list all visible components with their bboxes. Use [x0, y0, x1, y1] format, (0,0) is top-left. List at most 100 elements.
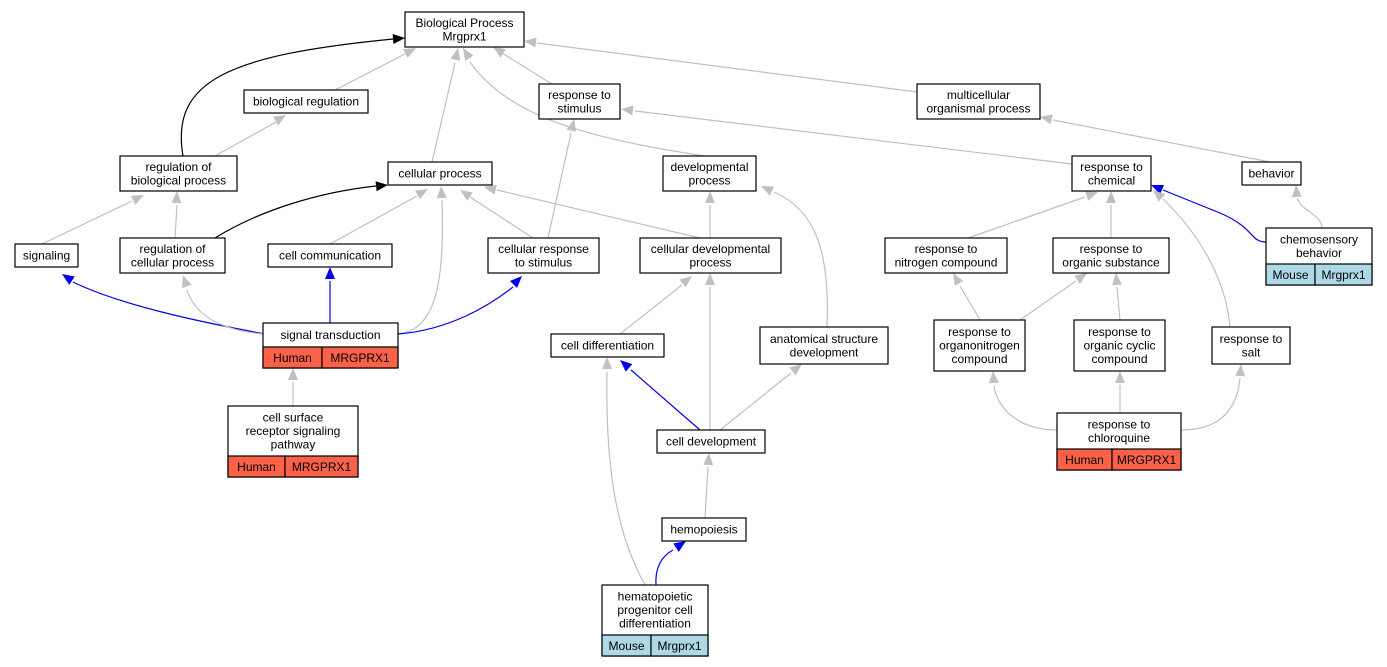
node-label: organic substance: [1062, 255, 1160, 269]
edge-arrowhead: [1085, 191, 1098, 201]
edge-line: [174, 204, 178, 239]
edge-line: [619, 284, 683, 335]
gray-edge: [460, 190, 534, 239]
gene-label: MRGPRX1: [292, 460, 352, 474]
blue-edge: [397, 276, 522, 335]
node-signaling[interactable]: signaling: [14, 243, 79, 268]
node-label: chemosensory: [1280, 232, 1358, 246]
edge-line: [496, 189, 701, 239]
node-label: organonitrogen: [939, 339, 1020, 353]
node-label: differentiation: [619, 617, 691, 631]
edge-arrowhead: [761, 186, 774, 196]
node-label: organic cyclic: [1083, 339, 1155, 353]
edge-arrowhead: [131, 195, 144, 205]
gray-edge: [602, 357, 646, 586]
edge-arrowhead: [705, 273, 715, 285]
edge-line: [773, 191, 828, 328]
node-behavior[interactable]: behavior: [1241, 161, 1302, 186]
node-label: behavior: [1296, 246, 1342, 260]
edge-arrowhead: [484, 184, 497, 195]
edge-arrowhead: [1040, 114, 1053, 125]
gene-cell: [284, 455, 359, 478]
node-cell-comm[interactable]: cell communication: [267, 243, 393, 268]
node-label: compound: [1091, 352, 1147, 366]
edge-line: [655, 549, 674, 586]
gray-edge: [214, 115, 286, 157]
edge-arrowhead: [566, 119, 577, 132]
gray-edge: [621, 105, 1073, 165]
edge-line: [501, 52, 553, 85]
gray-edge: [329, 189, 428, 245]
gray-edge: [182, 275, 264, 335]
edge-arrowhead: [1074, 273, 1087, 284]
gray-edge: [953, 273, 981, 321]
edge-arrowhead: [679, 276, 692, 288]
edge-arrowhead: [415, 189, 428, 200]
node-box: [759, 326, 889, 365]
gray-edge: [334, 48, 416, 91]
gray-edge: [705, 191, 715, 238]
species-label: Human: [237, 460, 276, 474]
edge-line: [397, 286, 514, 335]
node-box: [387, 161, 493, 186]
node-box: [1071, 155, 1152, 192]
edge-arrowhead: [460, 190, 473, 201]
gray-edge: [463, 48, 706, 157]
gray-edge: [988, 371, 1058, 431]
edge-arrowhead: [62, 274, 75, 285]
edge-line: [536, 42, 918, 93]
node-hemo[interactable]: hemopoiesis: [661, 517, 747, 542]
gray-edge: [524, 37, 918, 93]
node-label: compound: [951, 352, 1007, 366]
edge-arrowhead: [288, 368, 298, 380]
node-box: [1052, 237, 1170, 274]
node-cell-proc[interactable]: cellular process: [387, 161, 493, 186]
node-cell-diff[interactable]: cell differentiation: [550, 333, 665, 358]
edge-arrowhead: [436, 186, 447, 199]
edge-layer: [41, 33, 1323, 586]
edge-arrowhead: [673, 541, 686, 552]
node-box: [1241, 161, 1302, 186]
node-box: [119, 237, 226, 274]
node-bioreg[interactable]: biological regulation: [243, 89, 369, 114]
blue-edge: [1151, 185, 1267, 243]
edge-line: [72, 281, 266, 335]
edge-arrowhead: [1151, 185, 1164, 195]
node-cell-devt[interactable]: cell development: [656, 429, 766, 454]
node-label: chemical: [1088, 173, 1135, 187]
edge-line: [180, 38, 394, 157]
node-label: development: [790, 345, 859, 359]
edge-arrowhead: [1106, 191, 1116, 203]
node-label: chloroquine: [1088, 431, 1150, 445]
node-label: behavior: [1248, 167, 1294, 181]
node-label: multicellular: [947, 88, 1010, 102]
node-label: hemopoiesis: [670, 523, 737, 537]
node-box: [662, 155, 757, 192]
node-label: response to: [1080, 242, 1143, 256]
gene-cell: [1111, 448, 1182, 471]
gray-edge: [1040, 114, 1271, 163]
gray-edge: [171, 191, 182, 239]
gene-cell: [650, 634, 709, 657]
gray-edge: [1115, 371, 1125, 413]
